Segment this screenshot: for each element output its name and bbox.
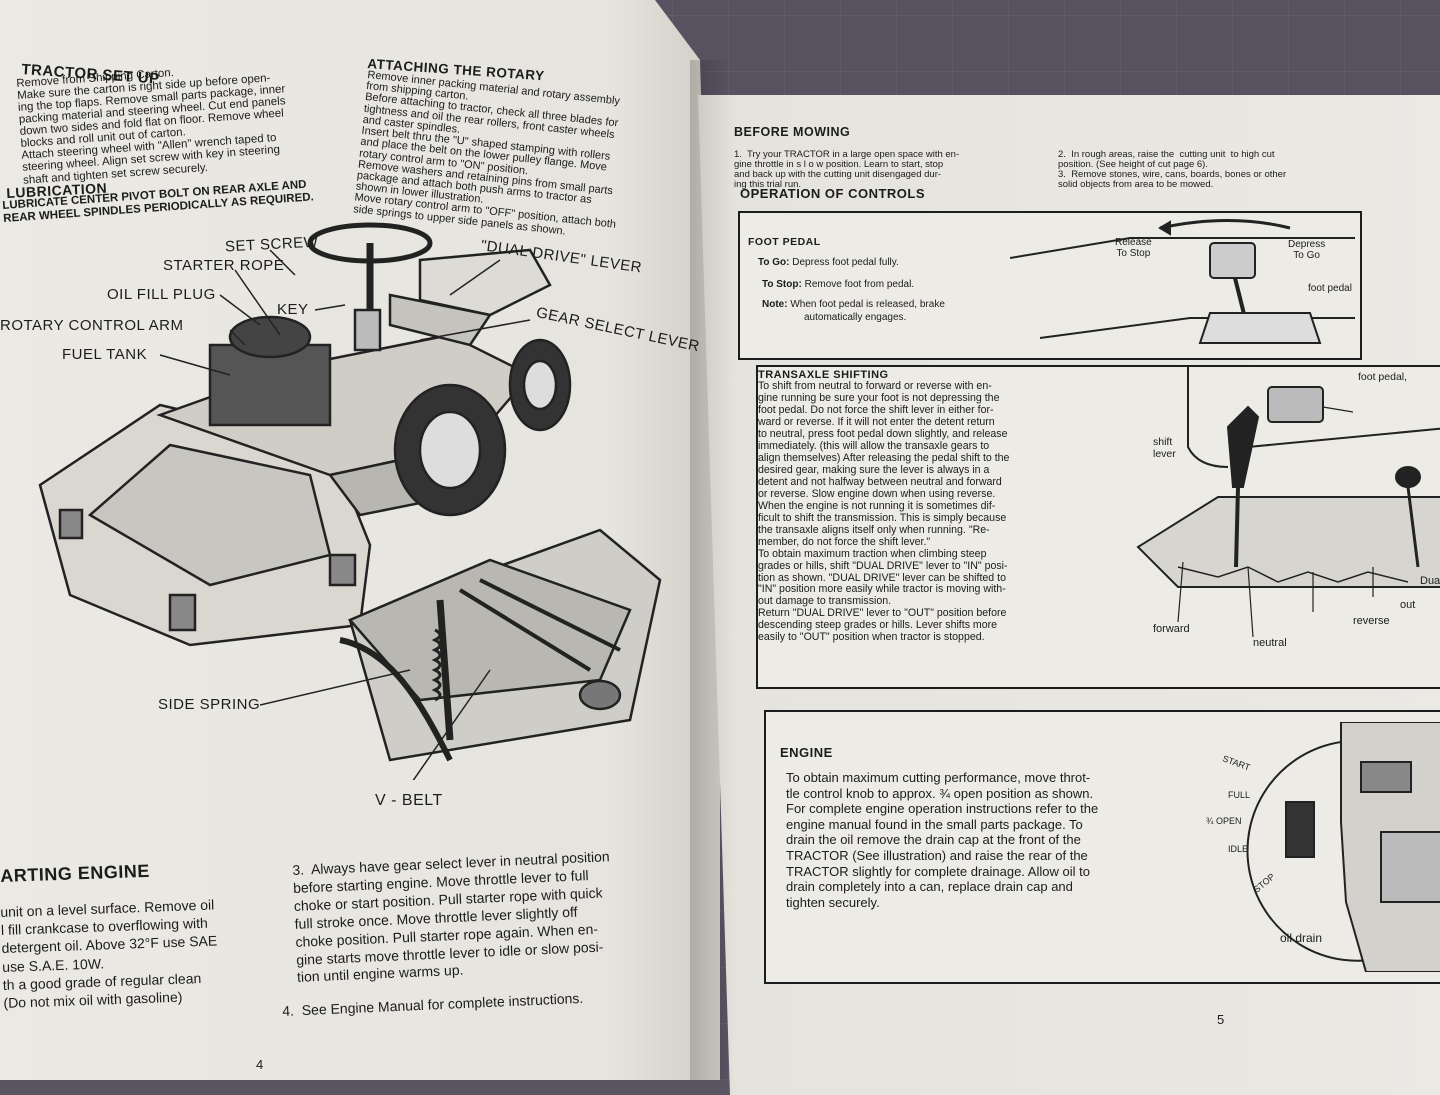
- fuel-tank-label: FUEL TANK: [62, 346, 148, 363]
- text-line: align themselves) After releasing the pe…: [758, 451, 1010, 464]
- text-line: or reverse. Slow engine down when using …: [758, 487, 996, 500]
- before-mowing-item-1: 1. Try your TRACTOR in a large open spac…: [734, 150, 959, 190]
- engine-box: ENGINE To obtain maximum cutting perform…: [764, 710, 1440, 984]
- foot-pedal-box: FOOT PEDAL To Go: Depress foot pedal ful…: [738, 211, 1362, 360]
- dual-drive-label: Dual Dri: [1420, 575, 1440, 587]
- engine-title: ENGINE: [780, 745, 833, 760]
- step-4-text: 4. See Engine Manual for complete instru…: [281, 989, 584, 1019]
- text-line: tighten securely.: [786, 894, 880, 910]
- text-line: TRACTOR slightly for complete drainage. …: [786, 863, 1090, 879]
- before-mowing-item-2: 2. In rough areas, raise the cutting uni…: [1058, 150, 1286, 190]
- oil-drain-label: oil drain: [1280, 931, 1323, 945]
- text-line: TRACTOR (See illustration) and raise the…: [786, 847, 1088, 863]
- operation-controls-title: OPERATION OF CONTROLS: [740, 186, 926, 201]
- starting-engine-title: ARTING ENGINE: [0, 860, 151, 886]
- shift-lever-illustration: [1136, 367, 1440, 638]
- text-line: gine throttle in s l o w position. Learn…: [734, 158, 944, 170]
- side-spring-label: SIDE SPRING: [158, 696, 261, 713]
- to-stop-text: Remove foot from pedal.: [804, 279, 915, 290]
- to-go-label: To Go:: [758, 257, 790, 268]
- shift-lever-label: shift lever: [1153, 436, 1176, 460]
- right-page: BEFORE MOWING 1. Try your TRACTOR in a l…: [698, 95, 1440, 1095]
- throttle-idle: IDLE: [1228, 844, 1249, 854]
- text-line: detent and not halfway between neutral a…: [758, 475, 1002, 488]
- note-label: Note:: [762, 299, 788, 310]
- left-page: TRACTOR SET UP Remove from Shipping Cart…: [0, 0, 720, 1080]
- v-belt-label: V - BELT: [375, 792, 443, 809]
- to-go-row: To Go: Depress foot pedal fully.: [758, 257, 899, 268]
- foot-pedal-label-2: foot pedal,: [1358, 371, 1408, 383]
- text-line: descending steep grades or hills. Lever …: [758, 619, 998, 632]
- foot-pedal-title: FOOT PEDAL: [748, 236, 821, 248]
- depress-to-go-label: Depress To Go: [1288, 239, 1326, 262]
- text-line: immediately. (this will allow the transa…: [758, 439, 990, 452]
- note-line-2: automatically engages.: [804, 312, 907, 323]
- text-line: ing this trial run.: [734, 178, 802, 190]
- text-line: tion as shown. "DUAL DRIVE" lever can be…: [758, 571, 1006, 584]
- text-line: desired gear, making sure the lever is a…: [758, 463, 990, 476]
- text-line: When the engine is not running it is som…: [758, 499, 996, 512]
- text-line: solid objects from area to be mowed.: [1058, 178, 1214, 190]
- forward-label: forward: [1153, 623, 1190, 635]
- text-line: the transaxle aligns itself only when ru…: [758, 523, 990, 536]
- key-label: KEY: [277, 301, 309, 318]
- text-line: grades or hills, shift "DUAL DRIVE" leve…: [758, 559, 1008, 572]
- text-line: drain completely into a can, replace dra…: [786, 879, 1073, 895]
- tractor-setup-text: Remove from Shipping Carton.Make sure th…: [16, 59, 291, 186]
- text-line: drain the oil remove the drain cap at th…: [786, 832, 1081, 848]
- rotary-control-arm-label: ROTARY CONTROL ARM: [0, 317, 184, 334]
- text-line: and back up with the cutting unit diseng…: [734, 168, 942, 180]
- to-stop-label: To Stop:: [762, 279, 802, 290]
- text-line: 3. Remove stones, wire, cans, boards, bo…: [1058, 168, 1287, 180]
- transaxle-title: TRANSAXLE SHIFTING: [758, 369, 889, 381]
- text-line: ficult to shift the transmission. This i…: [758, 511, 1007, 524]
- text-line: gine running be sure your foot is not de…: [758, 391, 1000, 404]
- engine-text: To obtain maximum cutting performance, m…: [786, 770, 1098, 910]
- note-line-1: When foot pedal is released, brake: [790, 299, 945, 310]
- text-line: For complete engine operation instructio…: [786, 801, 1099, 817]
- text-line: foot pedal. Do not force the shift lever…: [758, 403, 994, 416]
- release-to-stop-label: Release To Stop: [1115, 237, 1152, 260]
- text-line: ward or reverse. If it will not enter th…: [758, 415, 995, 428]
- text-line: tle control knob to approx. ¾ open posit…: [786, 785, 1094, 801]
- foot-pedal-illustration: [1010, 219, 1355, 344]
- text-line: to neutral, press foot pedal down slight…: [758, 427, 1008, 440]
- reverse-label: reverse: [1353, 615, 1390, 627]
- to-stop-row: To Stop: Remove foot from pedal.: [762, 279, 914, 290]
- text-line: easily to "OUT" position when tractor is…: [758, 631, 985, 644]
- text-line: "IN" position more easily while tractor …: [758, 583, 1006, 596]
- oil-fill-plug-label: OIL FILL PLUG: [107, 286, 216, 303]
- out-label: out: [1400, 599, 1416, 611]
- text-line: engine manual found in the small parts p…: [786, 816, 1083, 832]
- text-line: member, do not force the shift lever.": [758, 535, 931, 548]
- note-row: Note: When foot pedal is released, brake: [762, 299, 945, 310]
- text-line: To obtain maximum traction when climbing…: [758, 547, 987, 560]
- step-3-text: 3. Always have gear select lever in neut…: [292, 848, 615, 987]
- text-line: 2. In rough areas, raise the cutting uni…: [1058, 149, 1275, 160]
- text-line: position. (See height of cut page 6).: [1058, 158, 1208, 170]
- throttle-full: FULL: [1228, 790, 1251, 800]
- transaxle-box: TRANSAXLE SHIFTING To shift from neutral…: [756, 365, 1440, 689]
- push-arm-illustration: [260, 528, 662, 780]
- transaxle-text: To shift from neutral to forward or reve…: [758, 380, 1010, 644]
- neutral-label: neutral: [1253, 637, 1287, 649]
- text-line: 1. Try your TRACTOR in a large open spac…: [734, 149, 960, 160]
- tractor-illustration: [38, 222, 572, 647]
- page-number-left: 4: [256, 1057, 264, 1072]
- text-line: To shift from neutral to forward or reve…: [758, 380, 992, 392]
- text-line: Return "DUAL DRIVE" lever to "OUT" posit…: [758, 607, 1007, 620]
- page-number-right: 5: [1217, 1012, 1225, 1027]
- throttle-illustration: [1246, 722, 1440, 972]
- to-go-text: Depress foot pedal fully.: [792, 257, 899, 268]
- text-line: out damage to transmission.: [758, 595, 892, 608]
- throttle-three-quarter-open: ¾ OPEN: [1206, 816, 1242, 826]
- before-mowing-title: BEFORE MOWING: [734, 125, 851, 139]
- starter-rope-label: STARTER ROPE: [163, 257, 285, 274]
- foot-pedal-diagram-label: foot pedal: [1308, 283, 1352, 294]
- text-line: To obtain maximum cutting performance, m…: [786, 770, 1091, 785]
